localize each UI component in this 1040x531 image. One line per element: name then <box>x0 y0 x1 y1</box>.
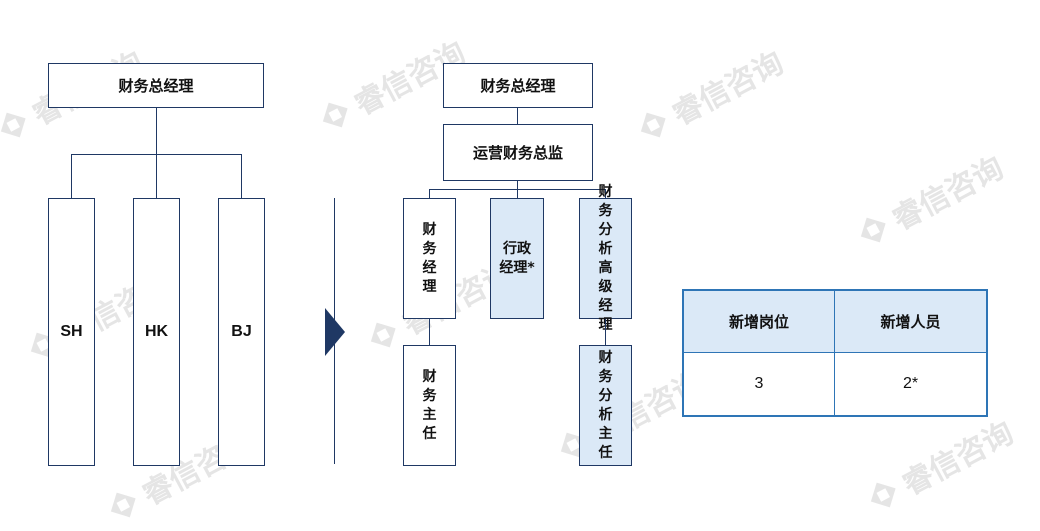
connector <box>241 154 242 198</box>
rx-logo-icon <box>860 217 886 243</box>
before-cfo-box: 财务总经理 <box>48 63 264 108</box>
summary-value-new-positions: 3 <box>684 353 835 415</box>
admin-manager-label: 行政经理* <box>499 240 535 276</box>
branch-bj-box: BJ <box>218 198 265 466</box>
rx-logo-icon <box>322 102 348 128</box>
finance-supervisor-box: 财务主任 <box>403 345 456 466</box>
after-cfo-box: 财务总经理 <box>443 63 593 108</box>
rx-logo-icon <box>0 112 26 138</box>
connector <box>156 154 157 198</box>
transition-arrow-icon <box>325 308 345 356</box>
branch-hk-label: HK <box>144 323 169 340</box>
after-cfo-label: 财务总经理 <box>480 77 556 95</box>
branch-sh-box: SH <box>48 198 95 466</box>
summary-table: 新增岗位 新增人员 3 2* <box>682 289 988 417</box>
connector <box>517 181 518 189</box>
branch-sh-label: SH <box>60 323 83 340</box>
summary-value-new-staff: 2* <box>902 375 919 392</box>
branch-bj-label: BJ <box>231 323 252 340</box>
admin-manager-box: 行政经理* <box>490 198 544 319</box>
connector <box>517 189 518 198</box>
finance-manager-box: 财务经理 <box>403 198 456 319</box>
connector <box>429 319 430 345</box>
connector <box>605 189 606 198</box>
watermark: 睿信咨询 <box>630 38 790 151</box>
finance-supervisor-label: 财务主任 <box>422 368 437 442</box>
branch-hk-box: HK <box>133 198 180 466</box>
fa-senior-manager-label: 财务分析高级经理 <box>598 183 613 333</box>
rx-logo-icon <box>870 482 896 508</box>
watermark: 睿信咨询 <box>850 143 1010 256</box>
rx-logo-icon <box>110 492 136 518</box>
connector <box>517 108 518 124</box>
summary-header-new-staff: 新增人员 <box>835 291 986 353</box>
rx-logo-icon <box>370 322 396 348</box>
rx-logo-icon <box>640 112 666 138</box>
before-cfo-label: 财务总经理 <box>118 77 194 95</box>
connector <box>71 154 72 198</box>
connector <box>605 319 606 345</box>
ops-director-label: 运营财务总监 <box>472 144 563 162</box>
connector <box>429 189 430 198</box>
summary-header-new-positions: 新增岗位 <box>684 291 835 353</box>
finance-manager-label: 财务经理 <box>422 221 437 295</box>
fa-supervisor-label: 财务分析主任 <box>598 349 613 461</box>
ops-director-box: 运营财务总监 <box>443 124 593 181</box>
connector <box>156 108 157 154</box>
watermark: 睿信咨询 <box>860 408 1020 521</box>
fa-supervisor-box: 财务分析主任 <box>579 345 632 466</box>
fa-senior-manager-box: 财务分析高级经理 <box>579 184 632 333</box>
